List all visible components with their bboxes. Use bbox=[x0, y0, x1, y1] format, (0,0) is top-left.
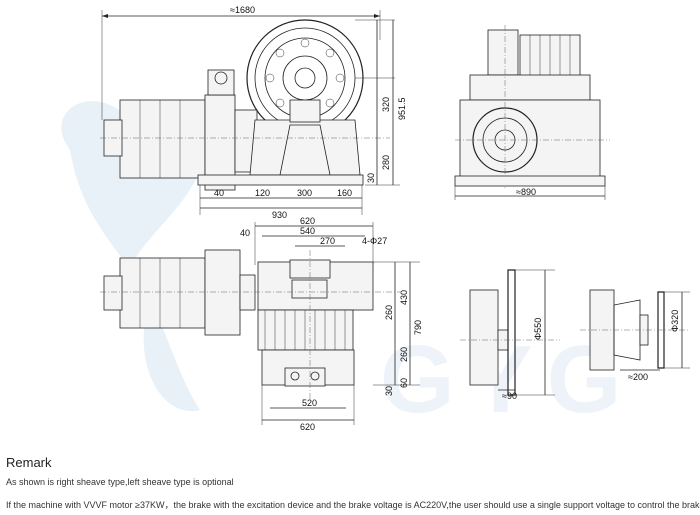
remark-title: Remark bbox=[6, 455, 52, 470]
dim-300: 300 bbox=[297, 188, 312, 198]
dim-overall-length: ≈1680 bbox=[230, 5, 255, 15]
dim-phi-320: Φ320 bbox=[670, 310, 680, 332]
dim-phi-550: Φ550 bbox=[533, 318, 543, 340]
sheave-detail-left: Φ550 ≈90 bbox=[460, 269, 560, 401]
dim-930: 930 bbox=[272, 210, 287, 220]
dim-60: 60 bbox=[399, 378, 409, 388]
side-view: ≈890 bbox=[454, 25, 610, 200]
dim-890: ≈890 bbox=[516, 187, 536, 197]
dim-270: 270 bbox=[320, 236, 335, 246]
dim-320: 320 bbox=[381, 97, 391, 112]
dim-200: ≈200 bbox=[628, 372, 648, 382]
remark-line-1: As shown is right sheave type,left sheav… bbox=[6, 477, 234, 487]
remark-line-2: If the machine with VVVF motor ≥37KW，the… bbox=[6, 500, 700, 510]
dim-430: 430 bbox=[399, 290, 409, 305]
plan-view: 620 540 40 270 4-Φ27 bbox=[100, 216, 423, 432]
dim-90: ≈90 bbox=[502, 391, 517, 401]
dim-30-plan: 30 bbox=[384, 386, 394, 396]
dim-40-plan: 40 bbox=[240, 228, 250, 238]
dim-951-5: 951.5 bbox=[397, 97, 407, 120]
dim-280: 280 bbox=[381, 155, 391, 170]
dim-620-bottom: 620 bbox=[300, 422, 315, 432]
dim-620-top: 620 bbox=[300, 216, 315, 226]
dim-30: 30 bbox=[366, 173, 376, 183]
dim-160: 160 bbox=[337, 188, 352, 198]
dim-540: 540 bbox=[300, 226, 315, 236]
front-view: ≈1680 320 bbox=[100, 5, 407, 220]
dim-40: 40 bbox=[214, 188, 224, 198]
dim-120: 120 bbox=[255, 188, 270, 198]
dim-520: 520 bbox=[302, 398, 317, 408]
dim-260-a: 260 bbox=[384, 305, 394, 320]
holes-4-phi27: 4-Φ27 bbox=[362, 236, 387, 246]
dim-260-b: 260 bbox=[399, 347, 409, 362]
technical-drawing: GYG ≈1680 bbox=[61, 5, 690, 433]
dim-790: 790 bbox=[413, 320, 423, 335]
sheave-detail-right: Φ320 ≈200 bbox=[580, 289, 690, 382]
